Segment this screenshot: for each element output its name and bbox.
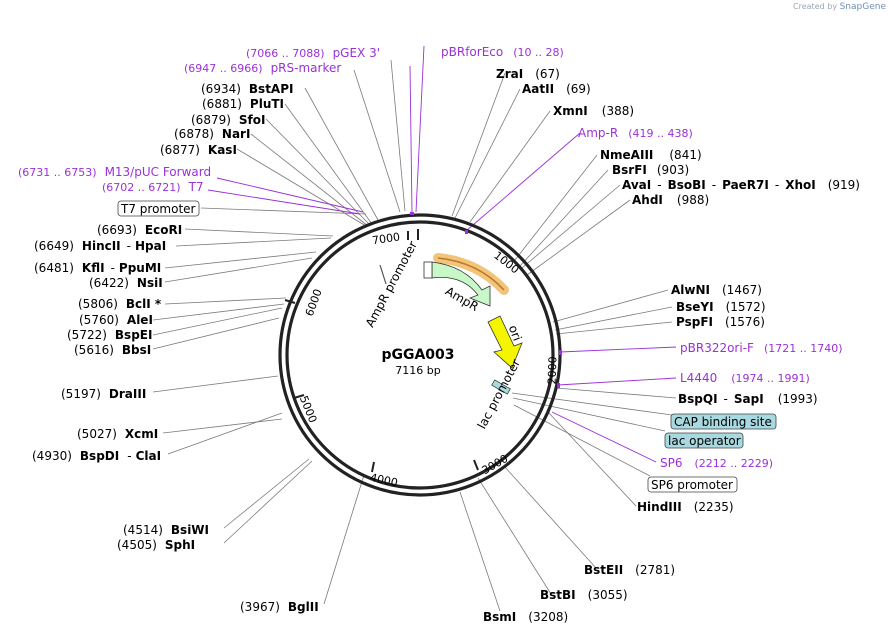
enzyme-bglii: (3967)BglII [240, 600, 319, 614]
enzyme-sfoi: (6879)SfoI [191, 113, 265, 127]
enzyme-bstapi: (6934)BstAPI [201, 82, 293, 96]
enzyme-bsiwi: (4514)BsiWI [123, 523, 209, 537]
enzyme-nari: (6878)NarI [174, 127, 250, 141]
tick-labels: 7000 1000 2000 3000 4000 5000 6000 [297, 230, 560, 489]
ampr-arrow [431, 261, 491, 307]
tick-6000: 6000 [303, 287, 325, 318]
primer-prs-marker: (6947 .. 6966)pRS-marker [184, 61, 341, 75]
ampr-promoter-label: AmpR promoter [363, 239, 420, 330]
enzyme-pluti: (6881)PluTI [202, 97, 284, 111]
ori-arrow [487, 315, 523, 369]
primer-sp6: SP6(2212 .. 2229) [660, 456, 773, 470]
primer-labels: pBRforEco(10 .. 28) Amp-R(419 .. 438) pB… [18, 45, 843, 470]
enzyme-alei: (5760)AleI [79, 313, 153, 327]
tick-4000: 4000 [369, 471, 399, 490]
credit: Created by SnapGene [793, 2, 886, 12]
leader-lines [152, 72, 677, 612]
ampr-highlight-line [437, 257, 505, 291]
enzyme-bcli: (5806)BclI * [78, 297, 162, 311]
enzyme-ecori: (6693)EcoRI [97, 223, 182, 237]
enzyme-sphi: (4505)SphI [117, 538, 195, 552]
enzyme-bspei: (5722)BspEI [67, 328, 152, 342]
credit-prefix: Created by [793, 2, 838, 11]
enzyme-hindiii: HindIII(2235) [637, 500, 734, 514]
primer-marks [410, 212, 562, 388]
tick-2000: 2000 [546, 356, 560, 384]
lac-promoter-label: lac promoter [475, 357, 523, 431]
enzyme-bspqi-group: BspQI-SapI(1993) [678, 392, 818, 406]
enzyme-draiii: (5197)DraIII [61, 387, 146, 401]
enzyme-aatii: AatII(69) [522, 82, 591, 96]
primer-pbr322ori-f: pBR322ori-F(1721 .. 1740) [680, 341, 843, 355]
primer-pbrforeco: pBRforEco(10 .. 28) [441, 45, 564, 59]
gray-extra-lines [353, 59, 406, 213]
enzyme-xcmi: (5027)XcmI [77, 427, 158, 441]
boxed-features: CAP binding site lac operator SP6 promot… [117, 200, 777, 493]
primer-m13-puc-forward: (6731 .. 6753)M13/pUC Forward [18, 165, 211, 179]
enzyme-pspfi: PspFI(1576) [676, 315, 765, 329]
enzyme-bspdi-group: (4930)BspDI-ClaI [32, 449, 161, 463]
enzyme-kasi: (6877)KasI [160, 143, 237, 157]
tick-7000: 7000 [371, 230, 401, 247]
enzyme-labels-right: ZraI(67) AatII(69) XmnI(388) NmeAIII(841… [483, 67, 860, 624]
enzyme-bstbi: BstBI(3055) [540, 588, 628, 602]
ori-label: ori [506, 323, 524, 342]
sp6-promoter-label: SP6 promoter [651, 478, 733, 492]
backbone-ticks [284, 229, 479, 473]
enzyme-bsteii: BstEII(2781) [584, 563, 675, 577]
plasmid-name: pGGA003 [381, 347, 454, 363]
enzyme-ahdi: AhdI(988) [632, 193, 709, 207]
enzyme-kfli-group: (6481)KflI-PpuMI [34, 261, 161, 275]
primer-pgex3: (7066 .. 7088)pGEX 3' [246, 46, 380, 60]
enzyme-bsrfi: BsrFI(903) [612, 163, 689, 177]
enzyme-bseyi: BseYI(1572) [676, 300, 766, 314]
primer-amp-r: Amp-R(419 .. 438) [578, 126, 693, 140]
t7-promoter-label: T7 promoter [120, 202, 196, 216]
enzyme-xmni: XmnI(388) [553, 104, 634, 118]
enzyme-zrai: ZraI(67) [496, 67, 560, 81]
ampr-promoter-box [423, 261, 433, 279]
lac-promoter-glyph [491, 379, 511, 395]
enzyme-nsii: (6422)NsiI [89, 276, 163, 290]
primer-l4440: L4440(1974 .. 1991) [680, 371, 810, 385]
enzyme-bsmi: BsmI(3208) [483, 610, 568, 624]
enzyme-hincii-group: (6649)HincII-HpaI [34, 239, 166, 253]
enzyme-nmeaiii: NmeAIII(841) [600, 148, 702, 162]
snapgene-logo: SnapGene [839, 2, 886, 12]
primer-t7: (6702 .. 6721)T7 [102, 180, 204, 194]
backbone-inner [285, 220, 555, 490]
primer-lines [207, 45, 677, 463]
cap-binding-site-label: CAP binding site [674, 415, 772, 429]
enzyme-avai-group: AvaI-BsoBI-PaeR7I-XhoI(919) [622, 178, 860, 192]
enzyme-bbsi: (5616)BbsI [74, 343, 151, 357]
ampr-promoter-tick [379, 264, 387, 285]
enzyme-alwni: AlwNI(1467) [671, 283, 762, 297]
enzyme-labels-left: (3967)BglII (4514)BsiWI (4505)SphI (5027… [32, 82, 319, 614]
plasmid-size: 7116 bp [395, 364, 440, 377]
lac-operator-label: lac operator [668, 434, 741, 448]
